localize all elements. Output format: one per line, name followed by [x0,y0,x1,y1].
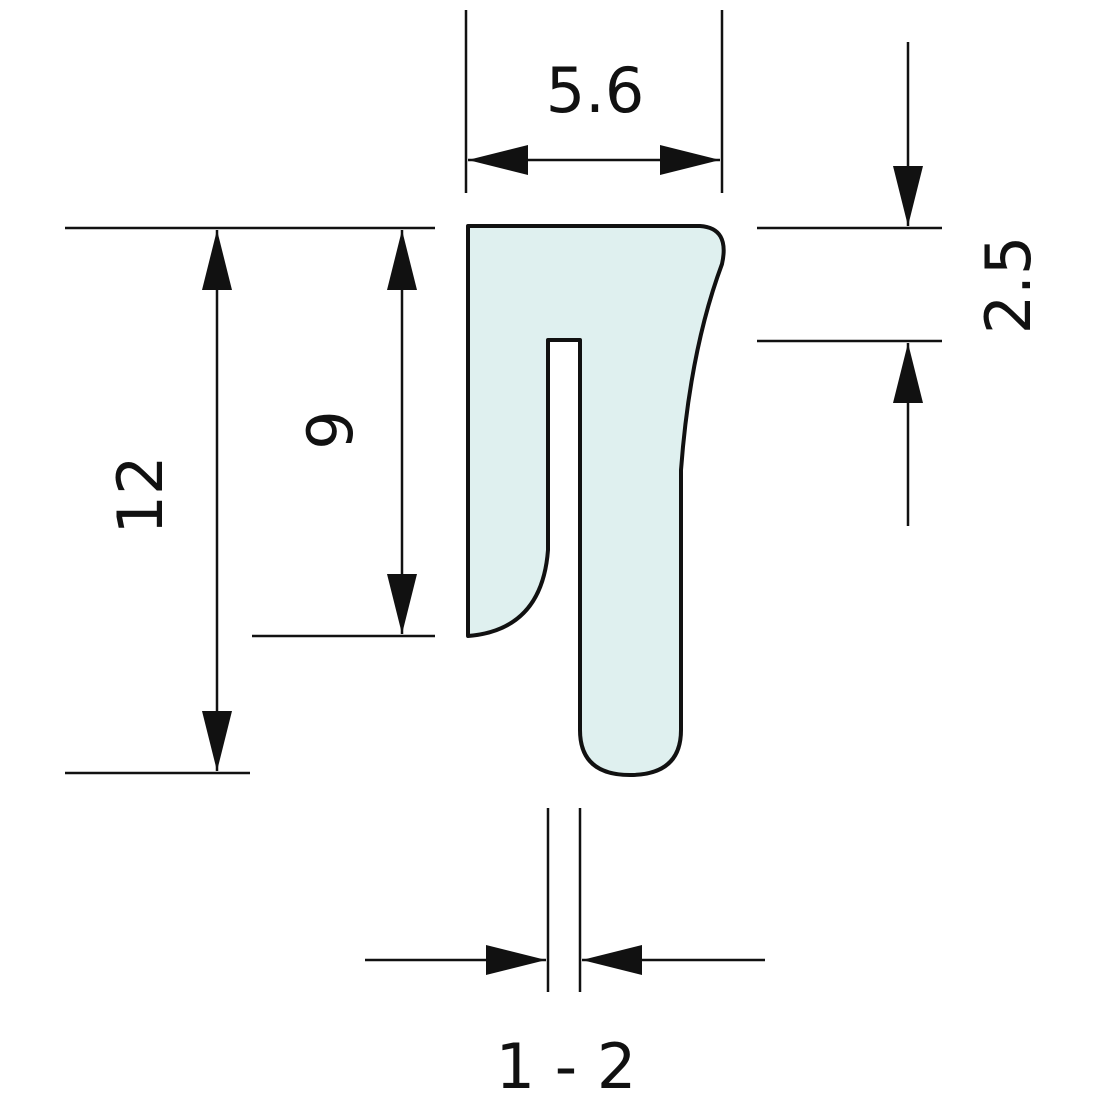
seal-profile-shape [466,224,726,777]
label-lip-height: 9 [294,410,367,449]
label-slot-width: 1 - 2 [496,1030,637,1100]
label-top-thickness: 2.5 [972,236,1045,335]
dimension-lip-height: 9 [252,230,435,638]
label-width-top: 5.6 [546,54,645,127]
dimension-slot-width: 1 - 2 [365,808,765,1100]
dimension-total-height: 12 [65,226,435,775]
dimension-top-thickness: 2.5 [757,42,1045,526]
label-total-height: 12 [104,456,177,535]
dimension-width-top: 5.6 [464,10,724,193]
